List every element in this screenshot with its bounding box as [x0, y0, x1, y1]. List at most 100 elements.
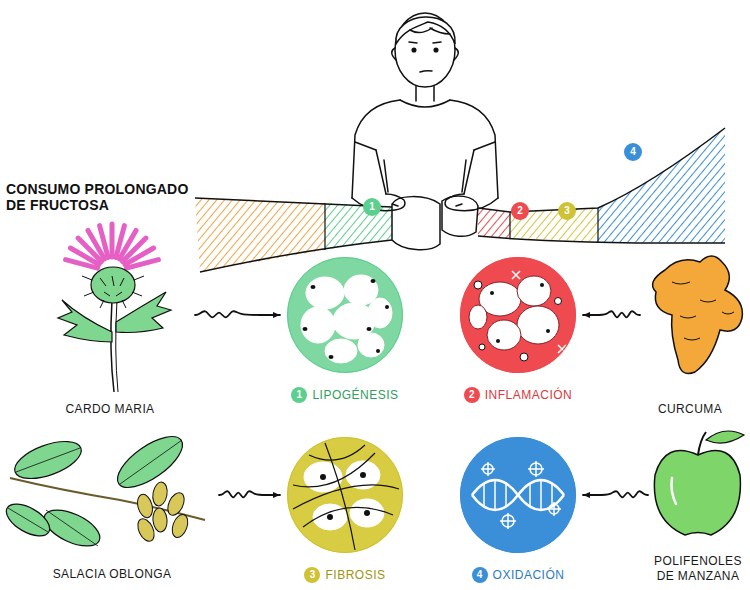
cell-inflammation	[546, 329, 550, 333]
progression-band	[478, 236, 725, 243]
salacia-branch	[169, 512, 190, 539]
progression-band	[324, 203, 325, 250]
cell-fibrosis	[364, 510, 370, 516]
cell-oxidation	[460, 437, 576, 553]
callout-badge: 4	[624, 143, 642, 161]
salacia-branch	[135, 516, 158, 544]
salacia-branch	[135, 481, 191, 544]
milk-thistle	[111, 300, 114, 392]
cell-fibrosis	[320, 474, 326, 480]
cell-fibrosis	[327, 514, 333, 520]
plant-name: SALACIA OBLONGA	[53, 567, 172, 582]
cell-inflammation	[512, 271, 520, 279]
milk-thistle	[116, 300, 118, 392]
liver	[392, 197, 440, 250]
progression-band	[195, 128, 725, 272]
callout-badge: 3	[558, 202, 576, 220]
cell-inflammation	[558, 345, 566, 353]
step-label: OXIDACIÓN	[493, 567, 565, 583]
cell-inflammation	[469, 276, 559, 350]
cell-inflammation	[540, 283, 544, 287]
circle-outline	[461, 438, 576, 553]
cell-lipogenesis	[287, 257, 403, 373]
step-number: 3	[304, 567, 320, 583]
milk-thistle	[58, 224, 171, 392]
cell-inflammation	[490, 291, 494, 295]
cell-oxidation	[484, 480, 552, 510]
cell-inflammation	[474, 281, 562, 361]
salacia-branch	[165, 490, 188, 518]
person	[474, 142, 495, 150]
plant-name: CARDO MARIA	[65, 402, 154, 417]
cell-oxidation	[484, 480, 552, 510]
milk-thistle	[82, 276, 144, 308]
salacia-branch	[110, 427, 191, 497]
cell-lipogenesis	[368, 298, 392, 328]
progression-band	[510, 208, 598, 242]
cell-oxidation	[500, 513, 516, 529]
cell-lipogenesis	[367, 327, 372, 331]
callout-number: 1	[369, 201, 375, 213]
person	[412, 48, 416, 52]
cell-oxidation	[547, 502, 561, 516]
callout-number: 4	[630, 146, 636, 158]
person	[464, 150, 474, 194]
band-label: CONSUMO PROLONGADO DE FRUCTOSA	[6, 181, 189, 213]
salacia-branch	[8, 440, 182, 546]
cell-inflammation	[460, 257, 576, 373]
cell-inflammation	[469, 305, 487, 329]
cell-lipogenesis	[306, 277, 344, 309]
cell-fibrosis	[309, 445, 365, 460]
milk-thistle	[100, 226, 109, 258]
squiggle-arrow	[219, 491, 280, 497]
salacia-branch	[1, 427, 205, 553]
salacia-branch	[151, 481, 169, 507]
person	[355, 142, 376, 150]
plant-figure: CURCUMA	[640, 250, 740, 417]
apple	[706, 431, 744, 443]
circle-outline	[453, 257, 583, 373]
person	[376, 150, 386, 194]
cell-fibrosis	[304, 461, 384, 530]
process-circle: 3 FIBROSIS	[280, 437, 410, 583]
person	[352, 194, 405, 211]
cell-inflammation	[487, 320, 521, 350]
milk-thistle	[91, 267, 135, 303]
cell-oxidation	[481, 461, 561, 529]
cell-fibrosis	[350, 499, 384, 527]
plant-name: CURCUMA	[658, 402, 722, 417]
cell-lipogenesis	[301, 275, 392, 363]
step-caption: 4OXIDACIÓN	[453, 567, 583, 583]
person	[392, 48, 459, 60]
cell-lipogenesis	[303, 279, 390, 359]
cell-lipogenesis	[371, 279, 376, 283]
cell-inflammation	[496, 339, 500, 343]
cell-inflammation	[490, 283, 550, 343]
step-caption: 1LIPOGÉNESIS	[280, 387, 410, 403]
milk-thistle	[127, 260, 159, 269]
circle-outline	[280, 437, 410, 553]
cell-lipogenesis	[376, 349, 380, 353]
circle-outline	[288, 258, 403, 373]
apple	[654, 451, 740, 536]
cell-fibrosis	[360, 472, 366, 478]
step-label: FIBROSIS	[325, 567, 385, 583]
progression-band	[510, 208, 598, 242]
squiggle-arrow	[195, 311, 280, 317]
cell-oxidation	[481, 462, 495, 476]
circle-outline	[461, 258, 576, 373]
salacia-branch	[152, 507, 168, 532]
milk-thistle	[100, 276, 124, 296]
person	[434, 48, 438, 52]
plant-figure: CARDO MARIA	[25, 225, 195, 417]
person	[395, 13, 455, 87]
cell-lipogenesis	[325, 339, 357, 363]
progression-band	[478, 128, 725, 212]
person	[352, 13, 498, 211]
cell-inflammation	[517, 276, 551, 306]
cell-lipogenesis	[385, 305, 389, 309]
circle-outline	[453, 437, 583, 553]
person	[420, 71, 432, 72]
